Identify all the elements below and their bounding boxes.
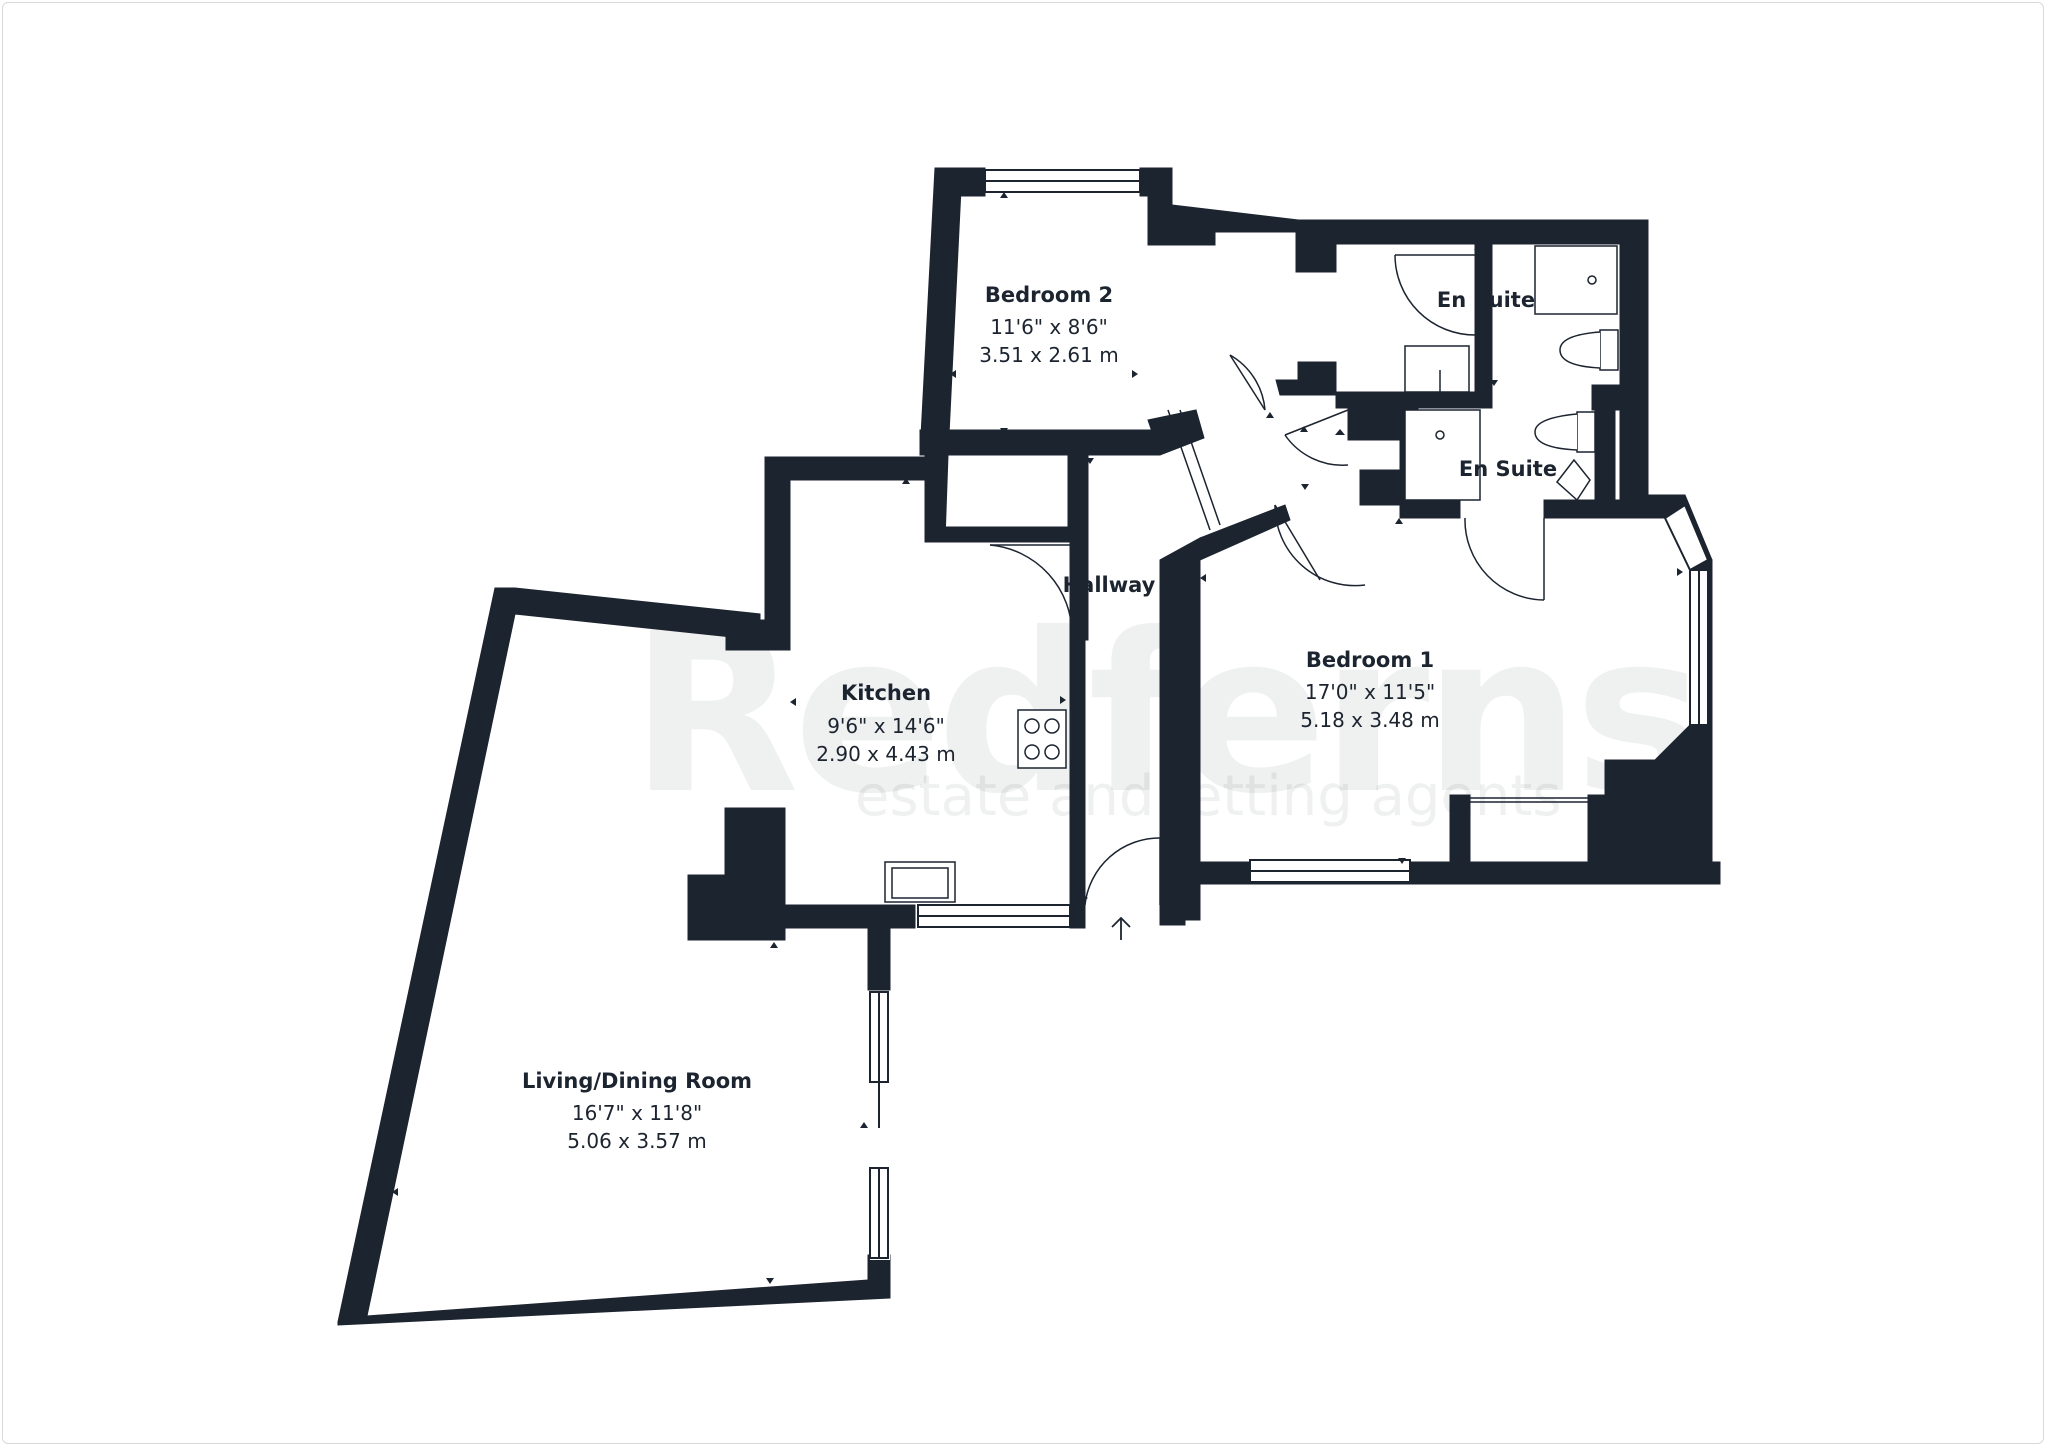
toilet-icon xyxy=(1559,329,1619,371)
shower-icon xyxy=(1404,345,1470,393)
room-dimensions-metric: 2.90 x 4.43 m xyxy=(816,742,955,766)
room-name: En Suite xyxy=(1459,457,1557,481)
walls xyxy=(337,167,1721,1326)
room-name: En Suite xyxy=(1437,288,1535,312)
measure-markers xyxy=(392,192,1683,1284)
room-bedroom1: Bedroom 1 17'0" x 11'5" 5.18 x 3.48 m xyxy=(1300,648,1439,732)
room-name: Bedroom 2 xyxy=(985,283,1113,307)
shower-icon xyxy=(1404,409,1481,501)
room-dimensions-metric: 3.51 x 2.61 m xyxy=(979,343,1118,367)
room-dimensions-metric: 5.18 x 3.48 m xyxy=(1300,708,1439,732)
room-ensuite-1: En Suite xyxy=(1437,288,1535,312)
room-dimensions-imperial: 17'0" x 11'5" xyxy=(1305,680,1435,704)
room-dimensions-imperial: 9'6" x 14'6" xyxy=(827,714,945,738)
room-dimensions-imperial: 11'6" x 8'6" xyxy=(990,315,1108,339)
room-living-dining: Living/Dining Room 16'7" x 11'8" 5.06 x … xyxy=(522,1069,752,1153)
doors xyxy=(960,254,1590,906)
room-bedroom2: Bedroom 2 11'6" x 8'6" 3.51 x 2.61 m xyxy=(979,283,1118,367)
room-name: Living/Dining Room xyxy=(522,1069,752,1093)
room-name: Bedroom 1 xyxy=(1306,648,1434,672)
basin-icon xyxy=(1555,458,1591,502)
room-name: Kitchen xyxy=(841,681,931,705)
fixtures xyxy=(884,245,1619,903)
room-ensuite-2: En Suite xyxy=(1459,457,1557,481)
room-dimensions-imperial: 16'7" x 11'8" xyxy=(572,1101,702,1125)
shower-icon xyxy=(1534,245,1618,315)
hob-icon xyxy=(1017,709,1067,769)
room-dimensions-metric: 5.06 x 3.57 m xyxy=(567,1129,706,1153)
watermark-tagline: estate and letting agents xyxy=(855,764,1562,829)
windows xyxy=(869,169,1710,1259)
toilet-icon xyxy=(1534,411,1596,453)
room-kitchen: Kitchen 9'6" x 14'6" 2.90 x 4.43 m xyxy=(816,681,955,766)
room-hallway: Hallway xyxy=(1063,573,1156,597)
sink-icon xyxy=(884,861,956,903)
room-name: Hallway xyxy=(1063,573,1156,597)
entrance-arrow-icon xyxy=(1111,916,1131,940)
room-labels: Bedroom 2 11'6" x 8'6" 3.51 x 2.61 m En … xyxy=(522,283,1557,1153)
